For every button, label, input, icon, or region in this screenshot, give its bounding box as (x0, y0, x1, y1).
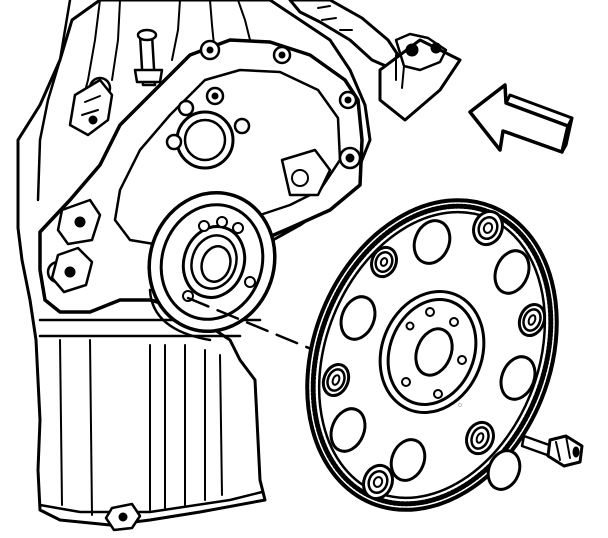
flywheel-icon (305, 198, 559, 512)
flywheel-lightening-holes (329, 219, 537, 491)
arrow-left-icon (468, 83, 574, 154)
oil-pan-icon (38, 318, 264, 532)
bolt-icon (520, 434, 584, 468)
flywheel-bolt-holes (321, 209, 547, 501)
crankshaft-flange-icon (147, 190, 277, 342)
block-details (50, 28, 332, 294)
